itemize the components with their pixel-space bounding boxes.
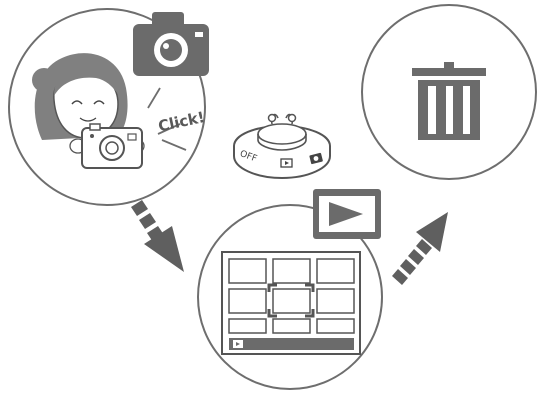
- dial-playback-icon: [280, 158, 293, 168]
- playback-panel: [197, 189, 383, 390]
- arrow-shoot-to-playback: [131, 200, 184, 272]
- hair-bun: [32, 68, 56, 92]
- delete-circle: [361, 4, 537, 180]
- arrow-playback-to-delete: [392, 212, 448, 285]
- girl-illustration: [32, 53, 145, 154]
- shutter-sound-lines: [147, 87, 187, 151]
- playback-icon: [313, 189, 381, 239]
- camera-icon: [133, 12, 209, 76]
- dial-camera-icon: [309, 152, 323, 165]
- shoot-panel: Click!: [8, 8, 209, 206]
- trash-icon: [412, 62, 486, 140]
- lcd-status-bar: [229, 338, 354, 350]
- compact-camera-illustration: [81, 123, 143, 169]
- lcd-screen-illustration: [221, 251, 361, 355]
- selection-frame: [267, 283, 315, 318]
- mode-dial-illustration: OFF: [233, 113, 331, 180]
- delete-panel: [361, 4, 537, 180]
